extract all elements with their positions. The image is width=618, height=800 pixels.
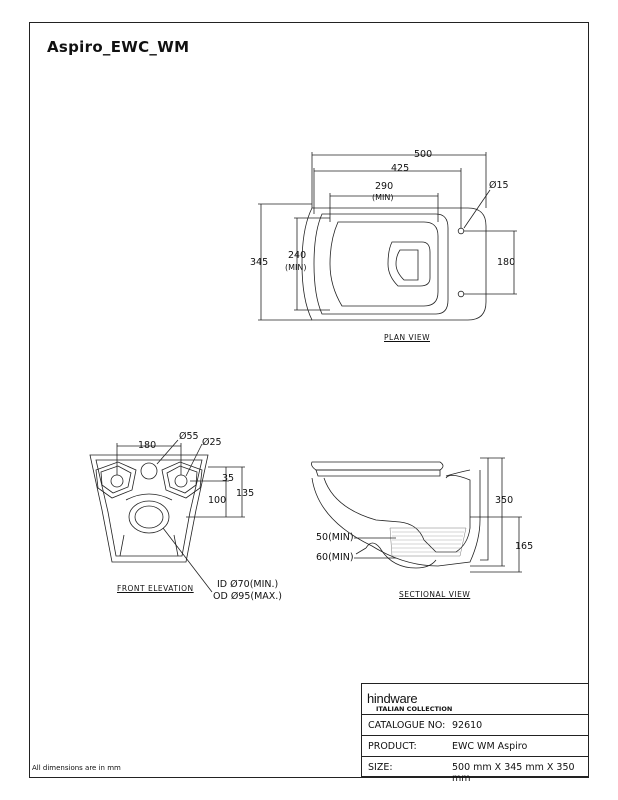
dim-180-front: 180	[138, 440, 157, 451]
dim-180-plan: 180	[497, 257, 516, 268]
dim-240: 240	[288, 250, 307, 261]
dim-425: 425	[391, 163, 410, 174]
dim-id: ID Ø70(MIN.)	[217, 579, 279, 590]
product-label: PRODUCT:	[368, 741, 417, 752]
dim-290-min: (MIN)	[372, 193, 394, 202]
dim-100: 100	[208, 495, 227, 506]
dim-60-min: 60(MIN)	[316, 552, 354, 563]
brand-subtitle: ITALIAN COLLECTION	[376, 705, 453, 713]
dimensions-note: All dimensions are in mm	[32, 764, 121, 772]
dim-d55: Ø55	[179, 431, 199, 442]
brand-logo: hindware ITALIAN COLLECTION	[367, 688, 452, 713]
drawing-title: Aspiro_EWC_WM	[47, 38, 190, 56]
sectional-view-caption: SECTIONAL VIEW	[399, 590, 471, 599]
front-elevation-drawing	[89, 439, 245, 593]
sheet-border	[29, 22, 589, 778]
plan-view-drawing	[258, 152, 517, 321]
size-label: SIZE:	[368, 762, 393, 773]
title-block: hindware ITALIAN COLLECTION CATALOGUE NO…	[361, 683, 589, 784]
product-value: EWC WM Aspiro	[452, 741, 528, 752]
dim-d25: Ø25	[202, 437, 222, 448]
front-elevation-caption: FRONT ELEVATION	[117, 584, 194, 593]
size-value: 500 mm X 345 mm X 350 mm	[452, 762, 575, 784]
brand-name: hindware	[367, 691, 418, 706]
dim-345: 345	[250, 257, 269, 268]
catalogue-label: CATALOGUE NO:	[368, 720, 446, 731]
dim-135: 135	[236, 488, 255, 499]
catalogue-row: CATALOGUE NO: 92610	[362, 714, 588, 736]
dim-240-min: (MIN)	[285, 263, 307, 272]
dim-350: 350	[495, 495, 514, 506]
product-row: PRODUCT: EWC WM Aspiro	[362, 735, 588, 757]
sectional-view-drawing	[311, 457, 522, 573]
plan-view-caption: PLAN VIEW	[384, 333, 430, 342]
dim-50-min: 50(MIN)	[316, 532, 354, 543]
dim-d15: Ø15	[489, 180, 509, 191]
dim-od: OD Ø95(MAX.)	[213, 591, 283, 602]
dim-500: 500	[414, 149, 433, 160]
catalogue-value: 92610	[452, 720, 483, 731]
dim-35: 35	[222, 473, 235, 484]
dim-165: 165	[515, 541, 534, 552]
size-row: SIZE: 500 mm X 345 mm X 350 mm	[362, 756, 588, 784]
dim-290: 290	[375, 181, 394, 192]
